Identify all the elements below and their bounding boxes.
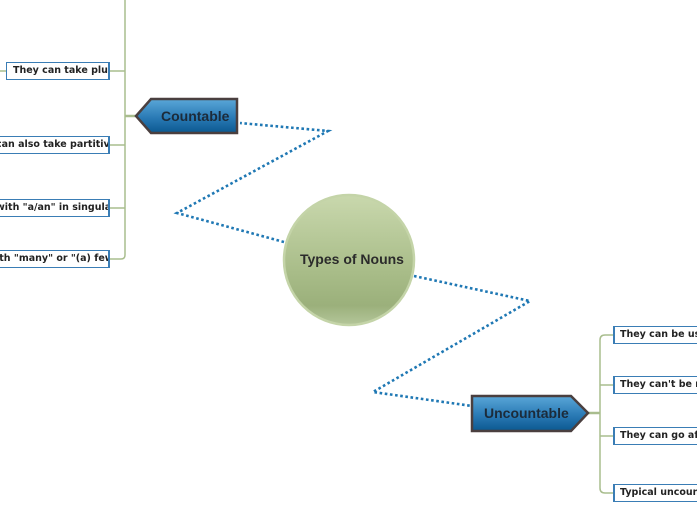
uncountable-subtopic[interactable]: Typical uncounta (613, 484, 697, 502)
central-topic-circle[interactable] (282, 193, 416, 327)
countable-branch-lines (0, 0, 136, 260)
subtopic-label: They can go after (620, 430, 697, 441)
subtopic-label: Typical uncounta (620, 487, 697, 498)
countable-subtopic[interactable]: ith "many" or "(a) few" (0, 250, 110, 268)
countable-topic-label: Countable (161, 108, 230, 124)
subtopic-label: can also take partitives (0, 139, 110, 150)
connector-central-to-uncountable (369, 274, 534, 408)
uncountable-branch-lines (588, 334, 613, 494)
countable-topic-shape[interactable] (134, 97, 239, 135)
subtopic-label: with "a/an" in singular (0, 202, 110, 213)
subtopic-label: They can't be ma (620, 379, 697, 390)
countable-subtopic[interactable]: can also take partitives (0, 136, 110, 154)
uncountable-topic-shape[interactable] (470, 394, 590, 433)
uncountable-subtopic[interactable]: They can go after (613, 427, 697, 445)
uncountable-subtopic[interactable]: They can be used (613, 326, 697, 344)
subtopic-label: They can take plural (13, 65, 108, 76)
subtopic-label: ith "many" or "(a) few" (0, 253, 108, 264)
countable-subtopic[interactable]: with "a/an" in singular (0, 199, 110, 217)
uncountable-subtopic[interactable]: They can't be ma (613, 376, 697, 394)
central-topic-label: Types of Nouns (300, 251, 404, 267)
subtopic-label: They can be used (620, 329, 697, 340)
countable-subtopic[interactable]: They can take plural (6, 62, 110, 80)
uncountable-topic-label: Uncountable (484, 405, 569, 421)
